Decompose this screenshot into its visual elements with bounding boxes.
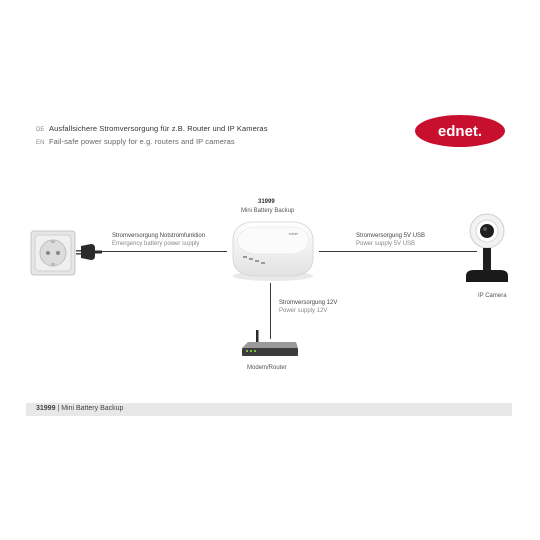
lang-code-de: DE: [36, 127, 45, 133]
router-label-de: Stromversorgung 12V: [279, 300, 338, 306]
ip-camera-icon: [466, 213, 508, 282]
header-de: DE Ausfallsichere Stromversorgung für z.B…: [36, 124, 268, 133]
router-node-label: Modem/Router: [247, 365, 287, 371]
ednet-logo: ednet.: [415, 115, 505, 147]
battery-backup-device-icon: ednet: [232, 221, 314, 281]
power-socket-icon: [30, 230, 76, 276]
header-en: EN Fail-safe power supply for e.g. router…: [36, 137, 235, 146]
socket-label-de: Stromversorgung Notstromfunktion: [112, 233, 206, 239]
footer-separator: |: [55, 405, 62, 412]
footer-bar: 31999 | Mini Battery Backup: [26, 403, 512, 416]
footer-text: 31999 | Mini Battery Backup: [36, 405, 123, 412]
header-de-text: Ausfallsichere Stromversorgung für z.B. …: [49, 124, 268, 133]
device-name: Mini Battery Backup: [241, 208, 295, 214]
camera-label-en: Power supply 5V USB: [356, 241, 416, 247]
power-plug-icon: [76, 244, 102, 260]
device-code: 31999: [258, 199, 275, 205]
header-en-text: Fail-safe power supply for e.g. routers …: [49, 137, 235, 146]
logo-text: ednet.: [438, 123, 482, 140]
link-socket-line: [102, 251, 227, 253]
router-icon: [242, 330, 298, 356]
lang-code-en: EN: [36, 140, 45, 146]
router-label-en: Power supply 12V: [279, 308, 328, 314]
footer-name: Mini Battery Backup: [61, 405, 124, 412]
camera-node-label: IP Camera: [478, 293, 507, 299]
link-router-line: [270, 283, 272, 339]
device-brand-print: ednet: [289, 232, 298, 236]
link-camera-line: [319, 251, 477, 253]
socket-label-en: Emergency battery power supply: [112, 241, 200, 247]
camera-label-de: Stromversorgung 5V USB: [356, 233, 426, 239]
footer-code: 31999: [36, 405, 56, 412]
